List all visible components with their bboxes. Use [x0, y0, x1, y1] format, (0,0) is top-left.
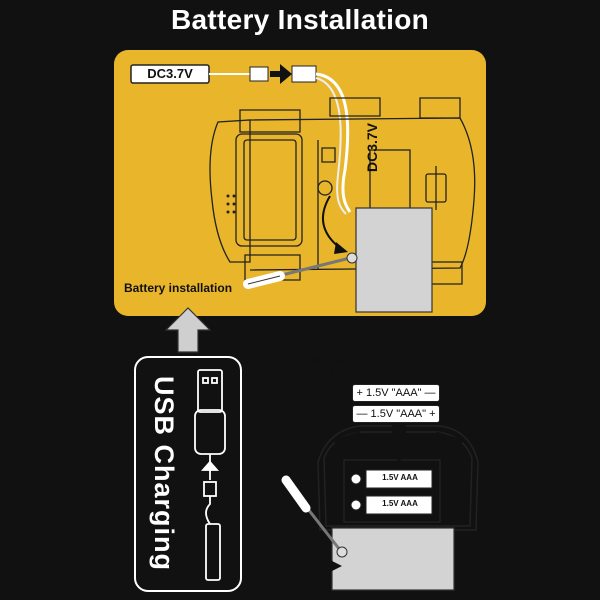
aaa-slot-2-label: 1.5V AAA — [382, 499, 418, 508]
usb-charging-label: USB Charging — [149, 376, 179, 572]
page-title: Battery Installation — [170, 4, 430, 35]
remote-battery-holder — [343, 459, 441, 523]
curved-arrow-icon — [334, 242, 348, 254]
car-battery-voltage-label: DC3.7V — [364, 122, 380, 172]
aaa-slot-1 — [365, 469, 433, 489]
up-arrow-icon — [164, 307, 212, 353]
connector-right — [291, 65, 317, 83]
usb-charging-label-wrap: USB Charging — [143, 376, 179, 586]
aaa-slot-2 — [365, 495, 433, 515]
aaa-slot-1-label: 1.5V AAA — [382, 473, 418, 482]
screwdriver-icon — [243, 252, 358, 289]
usb-cable-icon — [194, 369, 226, 581]
down-arrow-icon — [382, 422, 416, 462]
connector-left — [249, 66, 269, 82]
battery-installation-caption: Battery installation — [124, 281, 233, 295]
dc-voltage-label: DC3.7V — [147, 66, 193, 81]
car-battery-pack — [355, 207, 433, 313]
remote-body — [317, 425, 479, 531]
usb-charging-frame — [134, 356, 242, 592]
remote-screwdriver-icon — [281, 475, 348, 558]
aaa-battery-pill-2: — 1.5V "AAA" + — [352, 405, 440, 423]
car-chassis — [209, 97, 476, 285]
connect-arrow-icon — [280, 64, 292, 84]
aaa-battery-pill-1: + 1.5V "AAA" — — [352, 384, 440, 402]
remote-caption-line1: Remote control — [287, 352, 376, 366]
remote-caption-line2: battery installation — [287, 366, 394, 380]
remote-battery-cover — [331, 527, 455, 591]
